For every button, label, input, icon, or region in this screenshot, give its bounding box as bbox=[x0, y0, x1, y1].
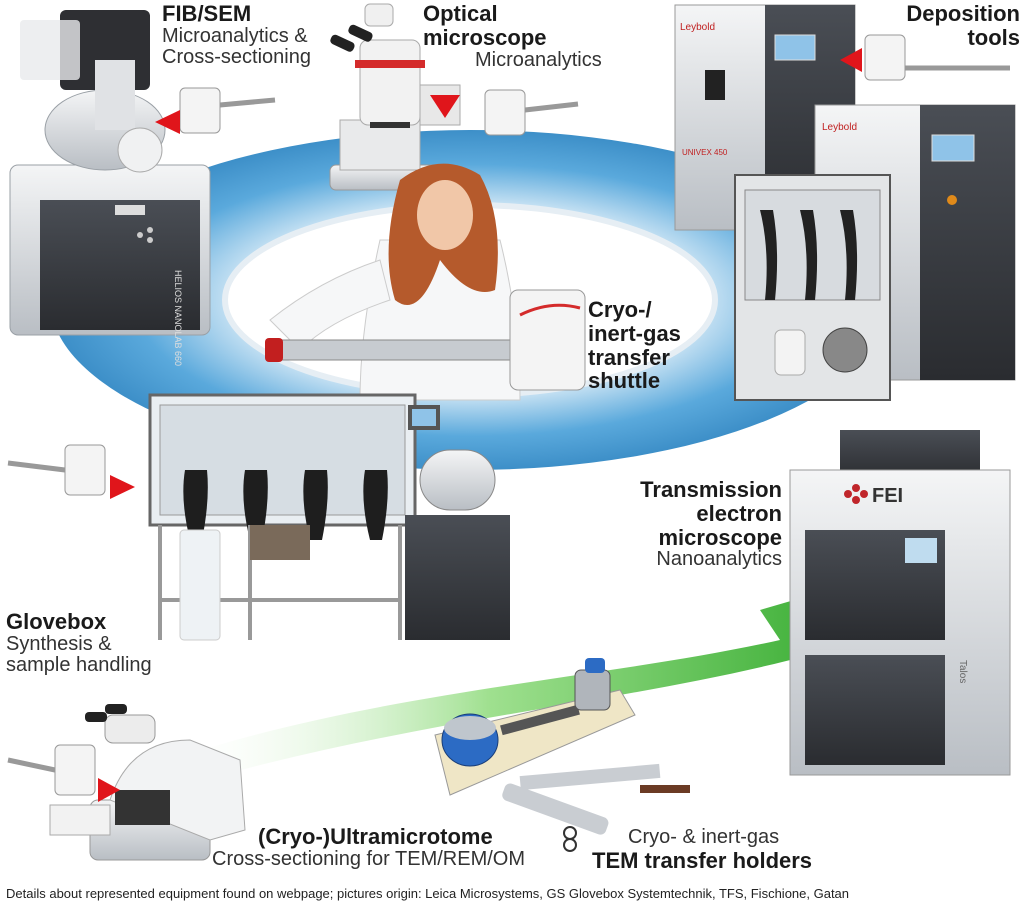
shuttle-icon-deposition bbox=[840, 34, 1010, 81]
ultramicrotome-illustration bbox=[49, 704, 246, 861]
label-tem-sub: Nanoanalytics bbox=[656, 548, 782, 571]
label-fib-sem-sub1: Microanalytics & bbox=[162, 24, 308, 47]
label-optical-sub: Microanalytics bbox=[475, 48, 602, 71]
shuttle-icon-ultramicrotome bbox=[7, 744, 120, 802]
helios-label: HELIOS NANOLAB 660 bbox=[173, 270, 183, 366]
transfer-arrow bbox=[170, 575, 880, 790]
label-tem-holders: Cryo- & inert-gas TEM transfer holders bbox=[592, 826, 813, 873]
label-deposition-title1: Deposition bbox=[906, 1, 1020, 26]
label-glovebox-title: Glovebox bbox=[6, 609, 107, 634]
tem-illustration: FEI Talos bbox=[789, 430, 1011, 776]
label-deposition-title2: tools bbox=[967, 24, 1020, 50]
univex-label: UNIVEX 450 bbox=[682, 148, 728, 157]
label-shuttle-line3: transfer bbox=[588, 344, 670, 370]
deposition-tools-illustration: Leybold UNIVEX 450 Leybold bbox=[674, 4, 1016, 401]
fei-logo-text: FEI bbox=[872, 485, 903, 507]
label-optical-title1: Optical bbox=[423, 1, 498, 26]
pointer-arrow-optical bbox=[430, 95, 460, 118]
label-glovebox-sub2: sample handling bbox=[6, 654, 152, 677]
talos-label: Talos bbox=[957, 660, 968, 683]
shuttle-icon-optical bbox=[430, 89, 579, 136]
label-ultramicrotome-sub: Cross-sectioning for TEM/REM/OM bbox=[212, 847, 526, 870]
label-optical-title2: microscope bbox=[423, 24, 547, 50]
pointer-arrow-glovebox bbox=[110, 475, 135, 499]
glovebox-illustration bbox=[148, 393, 510, 641]
label-tem-title2: electron bbox=[696, 500, 782, 526]
label-ultramicrotome: (Cryo-)Ultramicrotome Cross-sectioning f… bbox=[212, 825, 525, 870]
leybold-label-2: Leybold bbox=[822, 122, 857, 133]
label-shuttle-line2: inert-gas bbox=[588, 320, 681, 346]
scientist-with-shuttle-illustration bbox=[265, 163, 586, 401]
label-glovebox-sub1: Synthesis & bbox=[6, 632, 112, 655]
label-holders-title: TEM transfer holders bbox=[592, 847, 813, 873]
tem-holders-illustration bbox=[434, 658, 690, 835]
label-holders-sub: Cryo- & inert-gas bbox=[628, 826, 780, 848]
label-ultramicrotome-title: (Cryo-)Ultramicrotome bbox=[258, 824, 493, 849]
label-tem: Transmission electron microscope Nanoana… bbox=[580, 478, 782, 571]
label-optical-microscope: Optical microscope Microanalytics bbox=[423, 2, 602, 71]
shuttle-icon-glovebox bbox=[7, 444, 135, 499]
label-shuttle-line4: shuttle bbox=[588, 368, 661, 394]
label-fib-sem-title: FIB/SEM bbox=[162, 1, 252, 26]
label-tem-title1: Transmission bbox=[640, 477, 782, 502]
pointer-arrow-ultramicrotome bbox=[98, 778, 120, 802]
footer-credits: Details about represented equipment foun… bbox=[6, 886, 850, 901]
leybold-label-1: Leybold bbox=[680, 22, 715, 33]
label-fib-sem-sub2: Cross-sectioning bbox=[162, 46, 311, 69]
label-shuttle-line1: Cryo-/ bbox=[588, 297, 652, 322]
pointer-arrow-fib bbox=[155, 110, 180, 134]
fib-sem-illustration: HELIOS NANOLAB 660 bbox=[9, 10, 211, 366]
label-fib-sem: FIB/SEM Microanalytics & Cross-sectionin… bbox=[162, 2, 311, 69]
label-deposition-tools: Deposition tools bbox=[860, 2, 1020, 50]
label-glovebox: Glovebox Synthesis & sample handling bbox=[6, 610, 152, 677]
label-shuttle: Cryo-/ inert-gas transfer shuttle bbox=[588, 298, 681, 393]
pointer-arrow-deposition bbox=[840, 48, 862, 72]
shuttle-icon-fib bbox=[155, 87, 276, 134]
link-icon bbox=[563, 826, 577, 852]
label-tem-title3: microscope bbox=[658, 524, 783, 550]
